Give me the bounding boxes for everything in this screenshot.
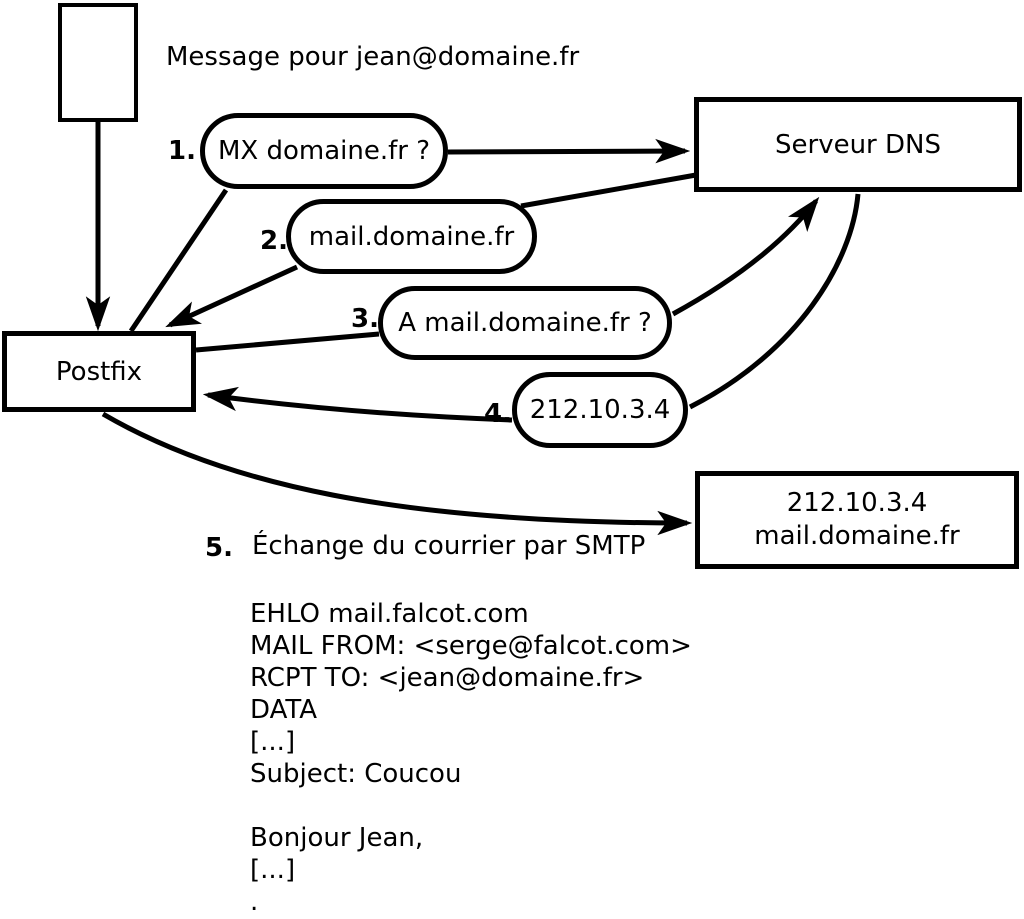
destination-hostname: mail.domaine.fr [754,521,960,551]
smtp-line: EHLO mail.falcot.com [250,599,529,629]
smtp-line: RCPT TO: <jean@domaine.fr> [250,663,645,693]
step-4-answer-ip-pill: 212.10.3.4 [512,372,688,448]
line-dns-to-answer-ip [688,193,861,410]
destination-ip: 212.10.3.4 [786,488,928,518]
step-3-number: 3. [351,304,379,334]
step-5-number: 5. [205,533,233,563]
smtp-line [250,790,692,822]
step-2-number: 2. [260,226,288,256]
arrow-postfix-to-destination-smtp [101,411,693,536]
step-2-answer-mx-pill: mail.domaine.fr [286,199,537,274]
line-dns-to-answer-mx [520,172,697,209]
step-1-query-mx-pill: MX domaine.fr ? [200,113,448,189]
smtp-line: [...] [250,727,296,757]
smtp-line: Subject: Coucou [250,759,462,789]
smtp-line: DATA [250,695,317,725]
smtp-line: MAIL FROM: <serge@falcot.com> [250,631,692,661]
step-5-caption: Échange du courrier par SMTP [252,531,646,561]
step-3-query-a-pill: A mail.domaine.fr ? [378,286,672,360]
postfix-box: Postfix [2,331,196,412]
destination-server-box: 212.10.3.4 mail.domaine.fr [695,471,1019,569]
dns-server-box: Serveur DNS [694,97,1022,192]
smtp-line: . [250,887,259,917]
step-1-number: 1. [168,136,196,166]
arrow-query-a-to-dns [671,196,820,317]
arrow-query-mx-to-dns [447,138,691,164]
smtp-line: [...] [250,855,296,885]
message-caption: Message pour jean@domaine.fr [166,42,580,72]
step-4-number: 4. [484,399,512,429]
smtp-line: Bonjour Jean, [250,823,424,853]
arrow-answer-mx-to-postfix [165,264,299,328]
line-postfix-to-query-a [195,331,380,353]
smtp-session-transcript: EHLO mail.falcot.com MAIL FROM: <serge@f… [250,598,692,918]
message-icon [58,3,138,122]
arrow-answer-ip-to-postfix [202,386,513,423]
line-postfix-to-query-mx [128,188,229,333]
